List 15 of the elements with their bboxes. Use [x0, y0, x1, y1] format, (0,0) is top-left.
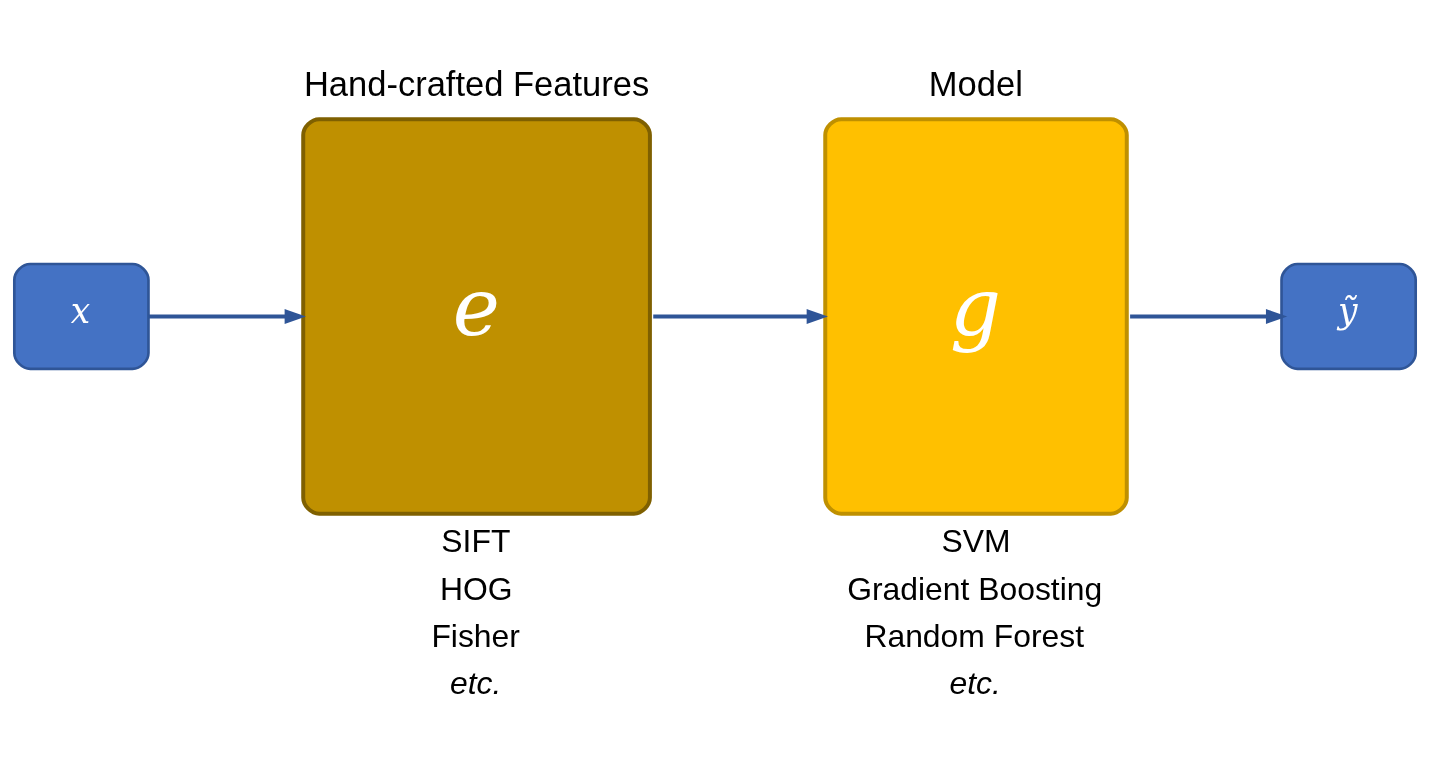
node-box: x	[12, 262, 150, 370]
node-label: etc.	[948, 664, 1001, 701]
node-label: Hand-crafted Features	[303, 64, 649, 103]
node-label: Gradient Boosting	[846, 570, 1102, 607]
node-label: HOG	[439, 570, 513, 607]
node-box: ỹ	[1279, 262, 1417, 370]
node-label: Fisher	[430, 617, 520, 654]
arrow	[148, 308, 306, 324]
node-label: Random Forest	[863, 617, 1084, 654]
arrow	[652, 308, 828, 324]
arrow	[1129, 308, 1287, 324]
node-label: SVM	[940, 522, 1011, 559]
node-label: SIFT	[440, 522, 510, 559]
node-label: etc.	[449, 664, 501, 701]
node-label: Model	[928, 64, 1023, 103]
